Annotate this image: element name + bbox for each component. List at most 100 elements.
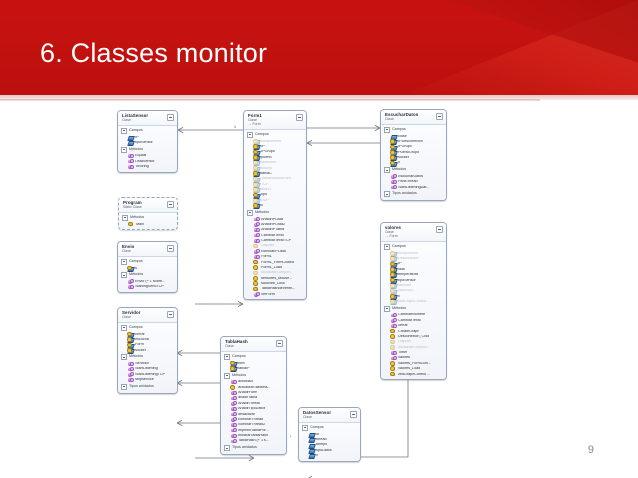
class-section-header[interactable]: Métodos <box>118 271 177 279</box>
class-section-header[interactable]: Tipos anidados <box>118 383 177 391</box>
class-member-row[interactable]: valorAct2 <box>381 288 446 294</box>
class-member-row[interactable]: desactivar <box>221 412 286 417</box>
class-member-row[interactable]: AñadirIPLista2 <box>244 222 306 227</box>
class-section-header[interactable]: Métodos <box>118 353 177 361</box>
class-member-row[interactable]: mostrarTablaHash <box>221 433 286 438</box>
class-member-row[interactable]: Envio (+ 1 sobre... <box>118 279 177 284</box>
class-section-header[interactable]: Métodos <box>119 214 177 222</box>
class-member-row[interactable]: Dispose <box>244 243 306 249</box>
class-member-row[interactable]: PuertoGrupo <box>381 149 446 155</box>
class-member-row[interactable]: UDP <box>244 198 306 203</box>
class-member-row[interactable]: tipoSensor <box>381 277 446 283</box>
expander-icon[interactable] <box>121 383 127 390</box>
class-member-row[interactable]: Dispose <box>381 339 446 345</box>
class-member-row[interactable]: CreateGraph <box>381 328 446 334</box>
class-member-row[interactable]: imprimirTablaPor... <box>221 428 286 433</box>
class-member-row[interactable]: sensores <box>244 160 306 165</box>
expander-icon[interactable] <box>224 372 230 379</box>
class-section-header[interactable]: Métodos <box>381 305 446 313</box>
class-member-row[interactable]: v <box>299 453 360 458</box>
class-member-row[interactable]: EscucharDatos <box>381 174 446 179</box>
class-member-row[interactable]: ParaThread <box>381 179 446 184</box>
class-member-row[interactable]: Main <box>119 221 177 227</box>
class-member-row[interactable]: escucha <box>118 337 177 342</box>
class-member-row[interactable]: Form <box>118 342 177 348</box>
expander-icon[interactable] <box>224 445 230 452</box>
collapse-icon[interactable] <box>167 201 174 208</box>
class-member-row[interactable]: AñadirIPLista <box>244 217 306 222</box>
class-member-row[interactable]: StartingSendTCP <box>118 284 177 290</box>
class-member-row[interactable]: IP <box>118 135 177 140</box>
class-member-row[interactable]: InicializarCompon... <box>381 344 446 350</box>
class-section-header[interactable]: Campos <box>221 353 286 361</box>
class-member-row[interactable]: StartListening <box>118 366 177 372</box>
class-member-row[interactable]: v <box>244 203 306 208</box>
class-member-row[interactable]: TablaHash (+ 1 s... <box>221 438 286 444</box>
class-member-row[interactable]: tiempo <box>299 443 360 448</box>
expander-icon[interactable] <box>384 305 390 312</box>
class-member-row[interactable]: zedGraphControl... <box>381 299 446 304</box>
class-member-row[interactable]: CambiarTextoTCP <box>244 238 306 243</box>
class-member-row[interactable]: EliminarIPLista <box>244 249 306 254</box>
class-member-row[interactable]: close <box>381 134 446 139</box>
class-member-row[interactable]: valores <box>381 355 446 361</box>
class-member-row[interactable]: StartListeningDat... <box>381 185 446 190</box>
class-member-row[interactable]: ListaSensor <box>118 159 177 164</box>
class-section-header[interactable]: Métodos <box>381 166 446 174</box>
class-member-row[interactable]: Desconexion <box>381 256 446 261</box>
class-member-row[interactable]: TablasHashdeVen... <box>244 176 306 182</box>
class-section-header[interactable]: Campos <box>299 424 360 432</box>
class-member-row[interactable]: IPDesconexion <box>381 139 446 144</box>
class-member-row[interactable]: StartListeningTCP <box>118 372 177 377</box>
class-member-row[interactable]: actualizarTablaHa... <box>221 384 286 390</box>
collapse-icon[interactable] <box>276 340 283 347</box>
class-member-row[interactable]: v <box>381 293 446 299</box>
expander-icon[interactable] <box>121 324 127 331</box>
class-member-row[interactable]: lista <box>381 267 446 272</box>
class-member-row[interactable]: sonido <box>244 165 306 171</box>
class-member-row[interactable]: form <box>221 360 286 366</box>
class-member-row[interactable]: Desconexion_Click <box>381 334 446 339</box>
class-member-row[interactable]: IP <box>244 144 306 149</box>
class-member-row[interactable]: IP <box>381 261 446 267</box>
class-section-header[interactable]: Campos <box>381 126 446 134</box>
class-member-row[interactable]: socket <box>118 347 177 353</box>
class-member-row[interactable]: valorAct <box>381 283 446 288</box>
class-member-row[interactable]: añadirTabla <box>221 395 286 401</box>
class-member-row[interactable]: v <box>381 160 446 166</box>
class-member-row[interactable]: tipoSensor <box>118 140 177 145</box>
expander-icon[interactable] <box>247 131 253 138</box>
expander-icon[interactable] <box>384 167 390 174</box>
class-member-row[interactable]: zedGraphControl ... <box>381 371 446 377</box>
expander-icon[interactable] <box>121 258 127 265</box>
class-member-row[interactable]: sensores_Mouse... <box>244 275 306 281</box>
class-member-row[interactable]: temperatura <box>381 272 446 277</box>
class-member-row[interactable]: s <box>118 265 177 271</box>
class-member-row[interactable]: socket <box>381 155 446 160</box>
class-member-row[interactable]: valores_Load <box>381 366 446 371</box>
class-member-row[interactable]: components <box>244 138 306 144</box>
collapse-icon[interactable] <box>436 113 443 120</box>
class-member-row[interactable]: IPGrupo <box>381 144 446 150</box>
expander-icon[interactable] <box>302 424 308 431</box>
class-member-row[interactable]: AñadirIPTabla <box>244 227 306 233</box>
class-member-row[interactable]: EliminarThread <box>221 417 286 422</box>
class-section-header[interactable]: Campos <box>118 324 177 332</box>
class-member-row[interactable]: stopservice <box>118 377 177 382</box>
class-member-row[interactable]: ToString <box>118 164 177 169</box>
class-member-row[interactable]: EliminarThread2 <box>221 422 286 428</box>
class-member-row[interactable]: AñadirThread <box>221 401 286 406</box>
expander-icon[interactable] <box>121 146 127 153</box>
class-section-header[interactable]: Campos <box>118 127 177 135</box>
class-member-row[interactable]: TCP <box>244 181 306 187</box>
class-member-row[interactable]: cerrar <box>381 323 446 328</box>
class-section-header[interactable]: Tipos anidados <box>381 190 446 198</box>
class-section-header[interactable]: Campos <box>118 258 177 266</box>
